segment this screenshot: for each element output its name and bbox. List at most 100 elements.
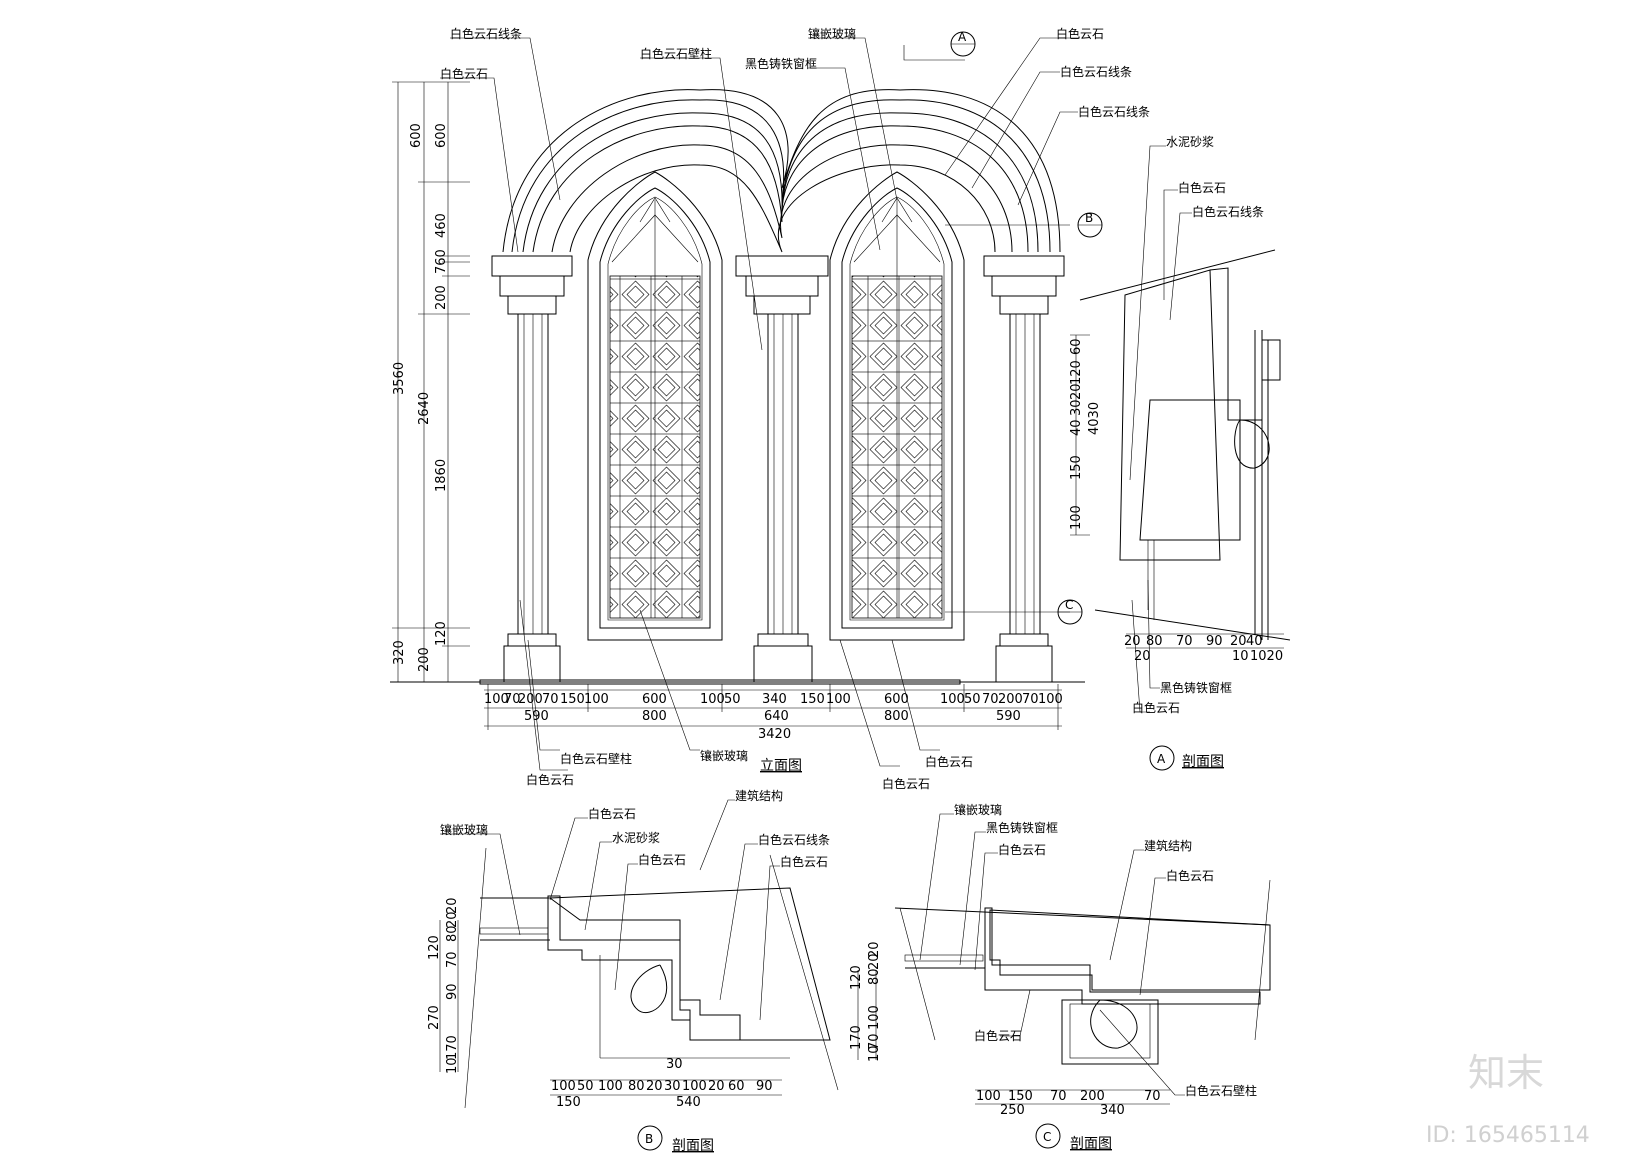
elevation-horizontal-dims: [484, 684, 1062, 730]
a-b-70: 70: [1176, 634, 1193, 649]
dim-b11: 150: [800, 692, 825, 707]
b-b2-540: 540: [676, 1095, 701, 1110]
c-dim-20b: 20: [867, 941, 882, 958]
marker-b: B: [1077, 211, 1103, 238]
b-b-100: 100: [551, 1079, 576, 1094]
dim-3560: 3560: [392, 362, 407, 395]
label-molding-r1: 白色云石线条: [1060, 64, 1132, 79]
b-dim-20b: 20: [445, 897, 460, 914]
c-dim-100: 100: [867, 1005, 882, 1030]
title-a-marker: A: [1157, 752, 1166, 766]
c-dim-70: 70: [867, 1033, 882, 1050]
label-marble-a2: 白色云石: [1132, 700, 1180, 715]
section-b-vertical-dims: [439, 920, 459, 1072]
b-b-30: 30: [664, 1079, 681, 1094]
label-marble-bottom-r: 白色云石: [925, 754, 973, 769]
marker-a: A: [950, 30, 976, 57]
section-a: 60 120 20 30 40 150 100 4030 20 80 70 90…: [1069, 134, 1291, 771]
dim-120: 120: [434, 621, 449, 646]
b-b2-150: 150: [556, 1095, 581, 1110]
c-dim-80: 80: [867, 968, 882, 985]
b-dim-120: 120: [427, 935, 442, 960]
a-b2-20: 20: [1134, 649, 1151, 664]
arch-moldings: [502, 89, 1061, 253]
c-dim-170: 170: [849, 1025, 864, 1050]
b-dim-30: 30: [666, 1057, 683, 1072]
b-b-100b: 100: [598, 1079, 623, 1094]
a-b-40: 40: [1246, 634, 1263, 649]
label-pilaster-bottom: 白色云石壁柱: [560, 751, 632, 766]
dim-600a: 600: [409, 123, 424, 148]
dim-200b: 200: [434, 285, 449, 310]
title-a-group: A 剖面图: [1149, 745, 1224, 771]
elevation-view: 3560 320 600 2640 200 600 460 760 200 18…: [390, 26, 1150, 791]
b-dim-170: 170: [445, 1035, 460, 1060]
a-dim-30: 30: [1069, 399, 1084, 416]
section-b-bottom-dims: [550, 1079, 782, 1096]
c-b-70: 70: [1050, 1089, 1067, 1104]
b-b-90: 90: [756, 1079, 773, 1094]
label-pilaster-top: 白色云石壁柱: [640, 46, 712, 61]
dim-b19: 100: [1038, 692, 1063, 707]
dim-3420: 3420: [758, 727, 791, 742]
dim-2640: 2640: [417, 392, 432, 425]
dim-460: 460: [434, 213, 449, 238]
label-glass-bottom: 镶嵌玻璃: [700, 748, 748, 763]
section-c-vertical-dims: [857, 970, 877, 1060]
a-dim-20: 20: [1069, 383, 1084, 400]
label-marble-a1: 白色云石: [1178, 180, 1226, 195]
label-iron-c: 黑色铸铁窗框: [986, 820, 1058, 835]
dim-800b: 800: [884, 709, 909, 724]
b-dim-10: 10: [445, 1057, 460, 1074]
a-b-90: 90: [1206, 634, 1223, 649]
label-structure-b: 建筑结构: [735, 788, 783, 803]
dim-row-2: 590 800 640 800 590: [524, 709, 1021, 724]
a-dim-150: 150: [1069, 455, 1084, 480]
label-molding-1: 白色云石线条: [450, 26, 522, 41]
dim-b1: 100: [484, 692, 509, 707]
label-marble-top-r: 白色云石: [1056, 26, 1104, 41]
c-b2-340: 340: [1100, 1103, 1125, 1118]
label-molding-a: 白色云石线条: [1192, 204, 1264, 219]
svg-text:B: B: [1085, 211, 1093, 225]
label-iron-frame-top: 黑色铸铁窗框: [745, 56, 817, 71]
label-mortar-a: 水泥砂浆: [1166, 134, 1214, 149]
label-molding-r2: 白色云石线条: [1078, 104, 1150, 119]
a-dim-40: 40: [1069, 419, 1084, 436]
label-marble-bottom-l: 白色云石: [526, 772, 574, 787]
label-marble-b2: 白色云石: [638, 852, 686, 867]
watermark-brand: 知末: [1468, 1051, 1544, 1095]
b-b-100c: 100: [682, 1079, 707, 1094]
b-b-20b: 20: [708, 1079, 725, 1094]
column-right: [983, 255, 1065, 683]
b-dim-20a: 20: [445, 911, 460, 928]
dim-b17: 200: [998, 692, 1023, 707]
b-b-50: 50: [577, 1079, 594, 1094]
marker-c: C: [1057, 598, 1083, 625]
a-dim-4030: 4030: [1087, 402, 1102, 435]
dim-b13: 600: [884, 692, 909, 707]
label-mortar-b: 水泥砂浆: [612, 830, 660, 845]
dim-b3: 200: [518, 692, 543, 707]
c-dim-20a: 20: [867, 953, 882, 970]
b-dim-270: 270: [427, 1005, 442, 1030]
column-left: [491, 255, 573, 683]
dim-b6: 100: [584, 692, 609, 707]
window-right: [829, 171, 965, 641]
b-b-60: 60: [728, 1079, 745, 1094]
b-b-20: 20: [646, 1079, 663, 1094]
section-a-leaders: [1129, 145, 1192, 713]
title-c-group: C 剖面图: [1035, 1123, 1112, 1152]
a-b-20: 20: [1124, 634, 1141, 649]
label-marble-b1: 白色云石: [588, 806, 636, 821]
section-a-bottom-dims: [1126, 633, 1284, 649]
window-left: [587, 171, 723, 641]
c-b2-250: 250: [1000, 1103, 1025, 1118]
dim-b18: 70: [1022, 692, 1039, 707]
a-b-80: 80: [1146, 634, 1163, 649]
dim-600b: 600: [434, 123, 449, 148]
dim-row-1: 100 70 200 70 150 100 600 100 50 340 150…: [484, 692, 1063, 707]
label-glass-top: 镶嵌玻璃: [808, 26, 856, 41]
c-b-200: 200: [1080, 1089, 1105, 1104]
